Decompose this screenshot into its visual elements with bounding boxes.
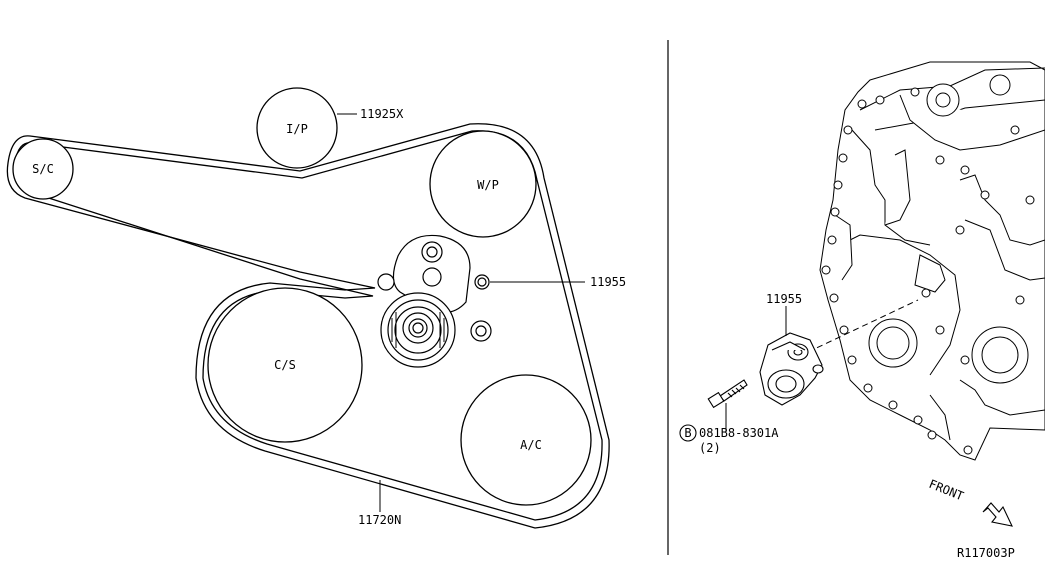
pulley-ac-label: A/C (520, 438, 542, 452)
engine-bolts (821, 87, 1035, 455)
tensioner-pulley-grooves (391, 312, 445, 348)
pulley-cs-label: C/S (274, 358, 296, 372)
bolt-callout: B 081B8-8301A (2) (679, 424, 779, 455)
front-direction-label: FRONT (927, 477, 966, 504)
tensioner-detail (759, 332, 824, 406)
bolt-quantity: (2) (699, 441, 721, 455)
leader-lines-right (725, 306, 787, 432)
bolt-part-number: 081B8-8301A (699, 426, 779, 440)
bolt-marker-symbol: B (684, 426, 691, 440)
leader-lines-left (337, 113, 585, 512)
part-number-ip-pulley: 11925X (360, 107, 404, 121)
pulley-wp: W/P (429, 130, 537, 238)
front-arrow-icon (982, 502, 1013, 527)
bolt-icon (707, 379, 748, 409)
part-number-tensioner: 11955 (590, 275, 626, 289)
mounting-guide-line (807, 299, 919, 353)
pulley-ip: I/P (256, 87, 338, 169)
engine-block-illustration (819, 61, 1045, 461)
pulley-sc-label: S/C (32, 162, 54, 176)
belt-tensioner (377, 234, 492, 368)
pulley-ip-label: I/P (286, 122, 308, 136)
part-number-belt: 11720N (358, 513, 401, 527)
figure-code: R117003P (957, 546, 1015, 560)
pulley-sc: S/C (12, 138, 74, 200)
pulley-wp-label: W/P (477, 178, 499, 192)
part-number-tensioner-detail: 11955 (766, 292, 802, 306)
pulley-cs: C/S (207, 287, 363, 443)
pulley-ac: A/C (460, 374, 592, 506)
